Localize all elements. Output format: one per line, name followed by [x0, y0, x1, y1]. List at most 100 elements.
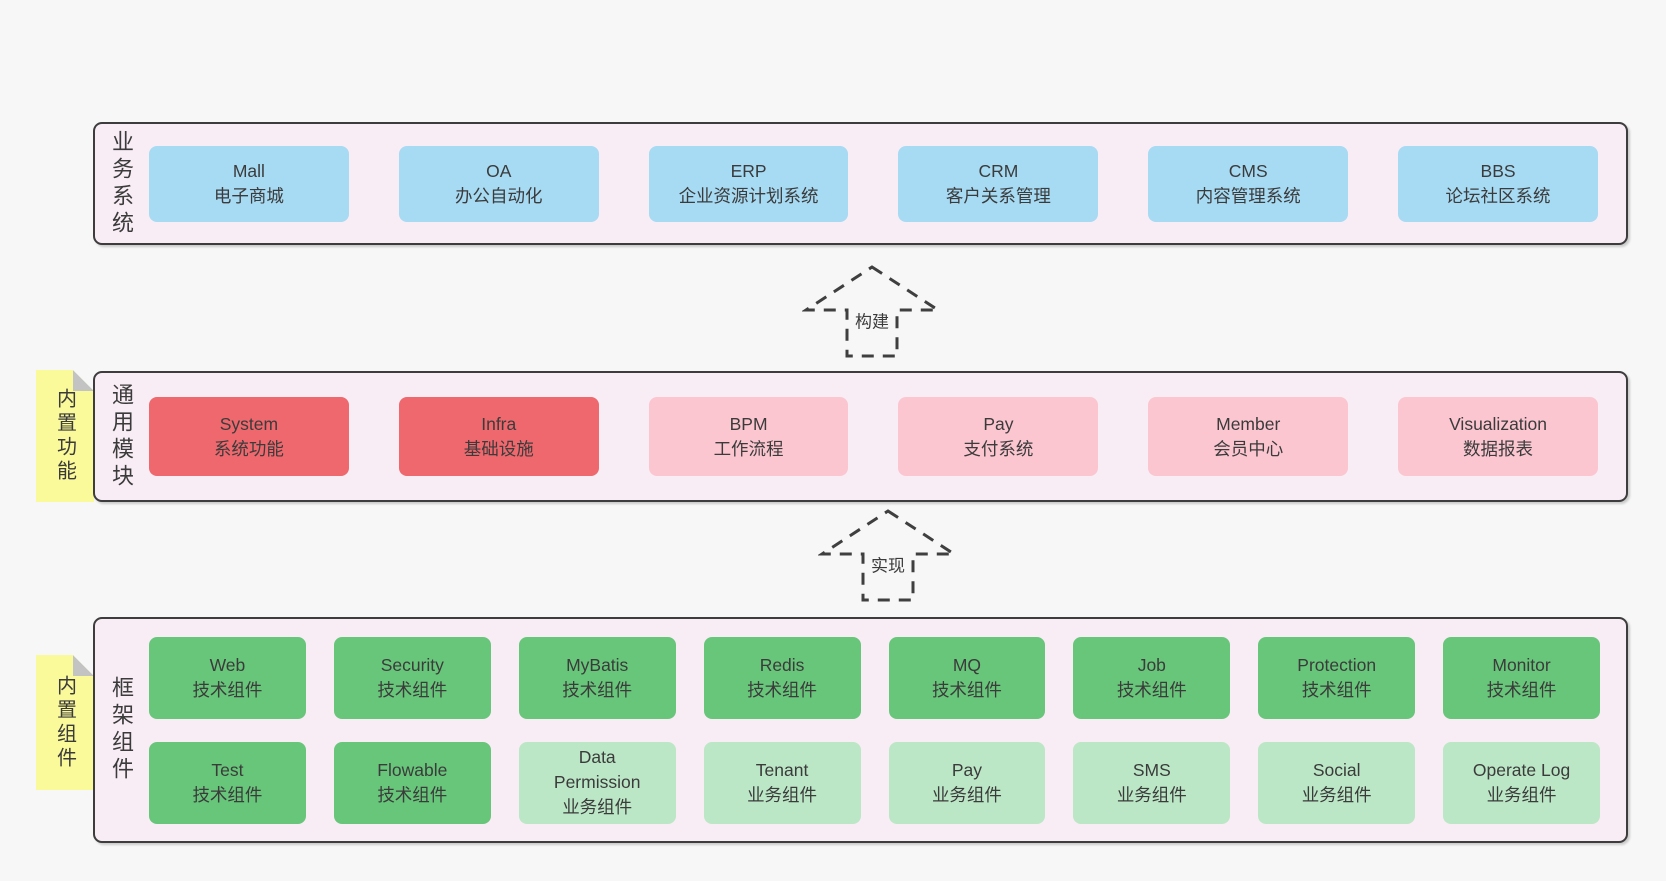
box-system: System 系统功能 [149, 397, 349, 476]
box-social: Social 业务组件 [1258, 741, 1416, 824]
box-bbs: BBS 论坛社区系统 [1398, 145, 1598, 222]
box-title: ERP [730, 160, 767, 181]
box-subtitle: 技术组件 [377, 784, 448, 805]
box-subtitle: 企业资源计划系统 [678, 185, 819, 206]
box-subtitle: 技术组件 [192, 679, 263, 700]
box-web: Web 技术组件 [149, 636, 306, 719]
box-mybatis: MyBatis 技术组件 [518, 636, 676, 719]
box-title: Mall [232, 160, 265, 181]
business-boxes-row: Mall 电子商城 OA 办公自动化 ERP 企业资源计划系统 CRM 客户关系管理 CMS 内容… [147, 145, 1626, 222]
implement-arrow: 实现 [818, 508, 958, 603]
box-job: Job 技术组件 [1073, 636, 1231, 719]
box-tenant: Tenant 业务组件 [703, 741, 861, 824]
box-title: Protection [1297, 654, 1377, 675]
up-arrow-icon [802, 265, 942, 358]
box-subtitle: 业务组件 [1486, 784, 1557, 805]
box-sms: SMS 业务组件 [1073, 741, 1231, 824]
box-visualization: Visualization 数据报表 [1398, 397, 1598, 476]
up-arrow-icon [818, 509, 958, 602]
box-subtitle: 技术组件 [192, 784, 263, 805]
box-title: Operate Log [1472, 759, 1571, 780]
box-pay: Pay 业务组件 [888, 741, 1046, 824]
box-title: System [219, 413, 279, 434]
box-title: Web [209, 654, 246, 675]
note-label: 内置组件 [53, 674, 76, 771]
box-subtitle: 技术组件 [747, 679, 818, 700]
box-title: CMS [1228, 160, 1268, 181]
note-fold-corner-icon [73, 370, 94, 391]
box-title: Member [1216, 413, 1281, 434]
box-flowable: Flowable 技术组件 [333, 741, 491, 824]
box-protection: Protection 技术组件 [1258, 636, 1416, 719]
implement-arrow-label: 实现 [868, 550, 908, 578]
box-erp: ERP 企业资源计划系统 [648, 145, 849, 222]
built-in-components-note: 内置组件 [36, 655, 94, 790]
box-subtitle: 业务组件 [747, 784, 818, 805]
box-oa: OA 办公自动化 [398, 145, 599, 222]
box-title: Pay [951, 759, 983, 780]
box-data-permission: Data Permission 业务组件 [518, 741, 676, 824]
box-subtitle: 业务组件 [931, 784, 1002, 805]
box-subtitle: 技术组件 [1301, 679, 1372, 700]
box-subtitle: 数据报表 [1463, 438, 1534, 459]
box-title: Flowable [377, 759, 448, 780]
box-subtitle: 客户关系管理 [945, 185, 1051, 206]
box-title: Test [211, 759, 244, 780]
panel-title: 业务系统 [109, 129, 134, 238]
box-subtitle: 基础设施 [463, 438, 534, 459]
box-monitor: Monitor 技术组件 [1443, 636, 1600, 719]
box-subtitle: 技术组件 [1116, 679, 1187, 700]
note-fold-corner-icon [73, 655, 94, 676]
box-title: Infra [481, 413, 517, 434]
box-title: MyBatis [566, 654, 629, 675]
box-title: Visualization [1449, 413, 1548, 434]
box-subtitle: 技术组件 [931, 679, 1002, 700]
box-infra: Infra 基础设施 [398, 397, 599, 476]
box-title: Social [1312, 759, 1361, 780]
box-title: BBS [1480, 160, 1516, 181]
box-test: Test 技术组件 [149, 741, 306, 824]
box-mall: Mall 电子商城 [149, 145, 349, 222]
box-subtitle: 会员中心 [1213, 438, 1284, 459]
box-title: Monitor [1492, 654, 1551, 675]
box-title: BPM [729, 413, 768, 434]
box-subtitle: 技术组件 [377, 679, 448, 700]
box-crm: CRM 客户关系管理 [898, 145, 1099, 222]
box-title: Tenant [755, 759, 809, 780]
box-subtitle: 业务组件 [1301, 784, 1372, 805]
box-subtitle: 内容管理系统 [1195, 185, 1301, 206]
box-security: Security 技术组件 [333, 636, 491, 719]
box-title: Data Permission [553, 747, 641, 793]
box-subtitle: 论坛社区系统 [1445, 185, 1551, 206]
box-title: OA [486, 160, 512, 181]
box-member: Member 会员中心 [1148, 397, 1349, 476]
box-subtitle: 业务组件 [1116, 784, 1187, 805]
box-subtitle: 技术组件 [562, 679, 633, 700]
box-cms: CMS 内容管理系统 [1148, 145, 1349, 222]
box-operate-log: Operate Log 业务组件 [1443, 741, 1600, 824]
box-subtitle: 业务组件 [562, 796, 633, 817]
box-subtitle: 电子商城 [213, 185, 284, 206]
box-subtitle: 办公自动化 [454, 185, 543, 206]
box-title: Security [380, 654, 444, 675]
box-title: SMS [1132, 759, 1171, 780]
box-subtitle: 技术组件 [1486, 679, 1557, 700]
box-subtitle: 支付系统 [963, 438, 1034, 459]
note-label: 内置功能 [53, 388, 76, 484]
box-subtitle: 系统功能 [213, 438, 284, 459]
business-systems-panel: 业务系统 Mall 电子商城 OA 办公自动化 ERP 企业资源计划系统 CRM 客户关系管理… [93, 122, 1628, 245]
box-title: MQ [952, 654, 982, 675]
panel-title: 通用模块 [109, 382, 134, 491]
box-title: Job [1137, 654, 1166, 675]
box-title: Pay [983, 413, 1014, 434]
built-in-functions-note: 内置功能 [36, 370, 94, 502]
box-title: CRM [978, 160, 1019, 181]
